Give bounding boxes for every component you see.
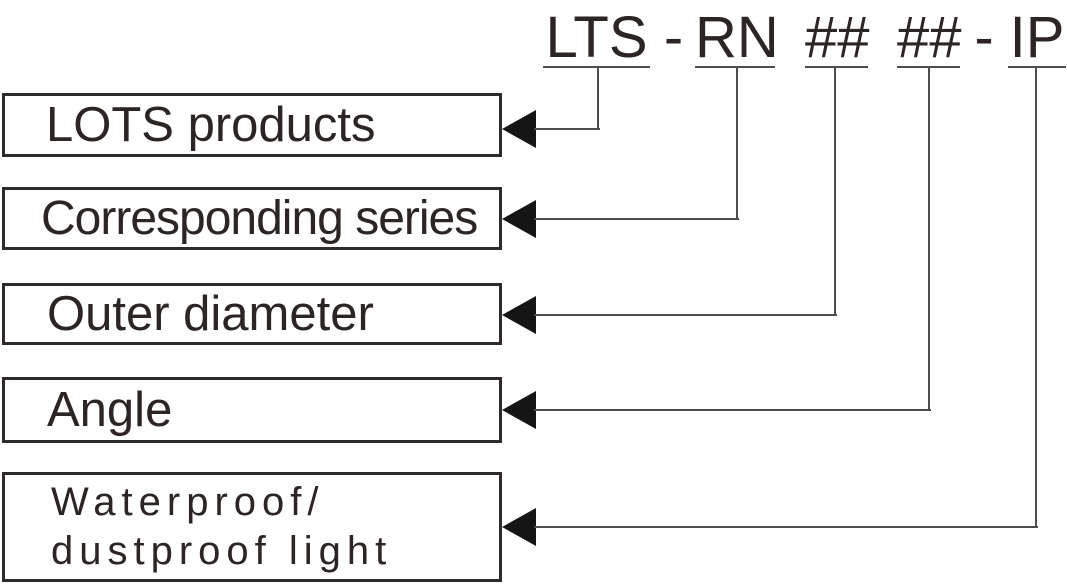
code-segment-lts: LTS [543,9,650,68]
code-dash: - [974,5,994,70]
code-dash: - [663,5,684,70]
leader-line-horizontal [534,409,931,411]
label-text: Outer diameter [47,286,374,341]
leader-line-horizontal [534,128,600,130]
label-box-angle: Angle [2,377,502,443]
code-segment-diameter: ## [805,5,870,70]
label-box-waterproof-dustproof-light: Waterproof/ dustproof light [2,472,502,582]
left-arrowhead-icon [502,296,536,334]
code-segment-angle: ## [897,5,962,70]
left-arrowhead-icon [502,508,536,546]
label-text: LOTS products [46,97,376,152]
leader-line-vertical [597,68,599,129]
label-text-line-2: dustproof light [51,529,393,573]
label-text: Corresponding series [41,191,478,245]
label-text-line-1: Waterproof/ [51,480,325,524]
leader-line-vertical [834,68,836,315]
label-box-corresponding-series: Corresponding series [2,187,502,250]
left-arrowhead-icon [502,200,536,238]
leader-line-vertical [1035,68,1037,527]
code-segment-ip: IP [1008,5,1066,70]
leader-line-vertical [736,68,738,219]
leader-line-vertical [928,68,930,410]
label-box-outer-diameter: Outer diameter [2,283,502,345]
leader-line-horizontal [534,218,739,220]
leader-line-horizontal [534,314,837,316]
left-arrowhead-icon [502,391,536,429]
code-segment-rn: RN [695,5,779,70]
left-arrowhead-icon [502,110,536,148]
label-text: Angle [47,382,173,437]
label-box-lots-products: LOTS products [2,93,502,157]
leader-line-horizontal [534,526,1038,528]
